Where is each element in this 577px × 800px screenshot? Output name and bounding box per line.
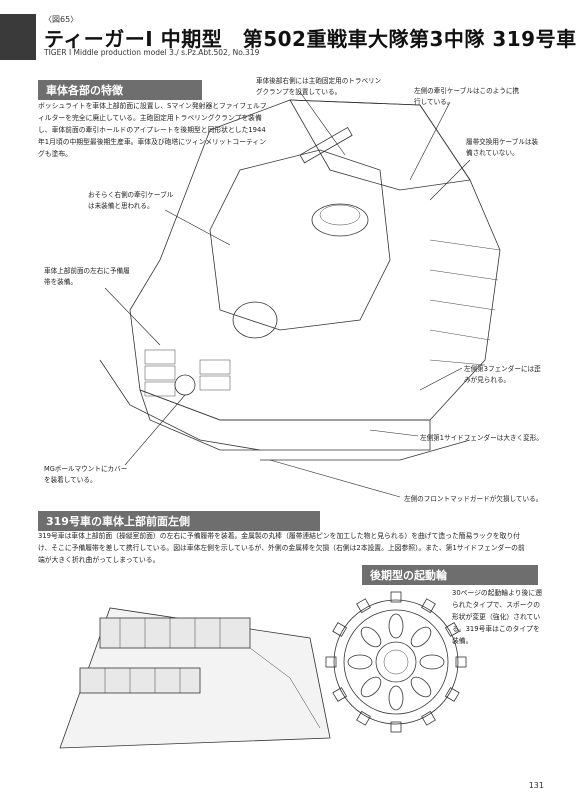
figure-label: 〈図65〉	[44, 15, 79, 24]
tank-illustration	[99, 91, 501, 498]
sprocket-text: 30ページの起動輪より後に遡られたタイプで、スポークの形状が変更（強化）されてい…	[452, 589, 542, 645]
callout-left-tow-cable: 左側の牽引ケーブルはこのように携行している。	[414, 87, 520, 106]
callout-spare-track: 車体上部前面の左右に予備履帯を装備。	[44, 267, 130, 286]
tank-hull	[99, 99, 501, 461]
header-tab	[0, 14, 36, 60]
features-text: ボッシュライトを車体上部前面に設置し、Sマイン発射器とファイフェルフィルターを完…	[38, 102, 267, 158]
page-number: 131	[528, 781, 544, 790]
page-subtitle: TIGER I Middle production model 3./ s.Pz…	[44, 48, 260, 57]
callout-right-tow-cable: おそらく右側の牽引ケーブルは未装備と思われる。	[88, 191, 174, 210]
front-section-text: 319号車は車体上部前面（操縦室前面）の左右に予備履帯を装着。金属製の丸棒（履帯…	[38, 532, 525, 564]
sprocket-illustration	[325, 591, 467, 733]
callout-fender3: 左側第3フェンダーには歪みが見られる。	[464, 365, 541, 384]
callout-track-cable: 履帯交換用ケーブルは装備されていない。	[466, 138, 539, 157]
front-detail-illustration	[59, 607, 331, 749]
callout-fender1: 左側第1サイドフェンダーは大きく変形。	[420, 434, 543, 442]
page-title: ティーガーI 中期型 第502重戦車大隊第3中隊 319号車	[44, 27, 577, 51]
callout-mg-cover: MGボールマウントにカバーを装着している。	[44, 465, 128, 484]
sprocket-wheel	[325, 591, 467, 733]
callout-mudguard: 左側のフロントマッドガードが欠損している。	[404, 495, 543, 503]
callout-rear-clamp: 車体後部右側には主砲固定用のトラベリングクランプを設置している。	[256, 77, 382, 96]
features-heading: 車体各部の特徴	[38, 80, 202, 100]
leader-lines	[104, 91, 471, 498]
sprocket-heading: 後期型の起動輪	[362, 565, 538, 585]
front-section-heading: 319号車の車体上部前面左側	[38, 511, 320, 531]
